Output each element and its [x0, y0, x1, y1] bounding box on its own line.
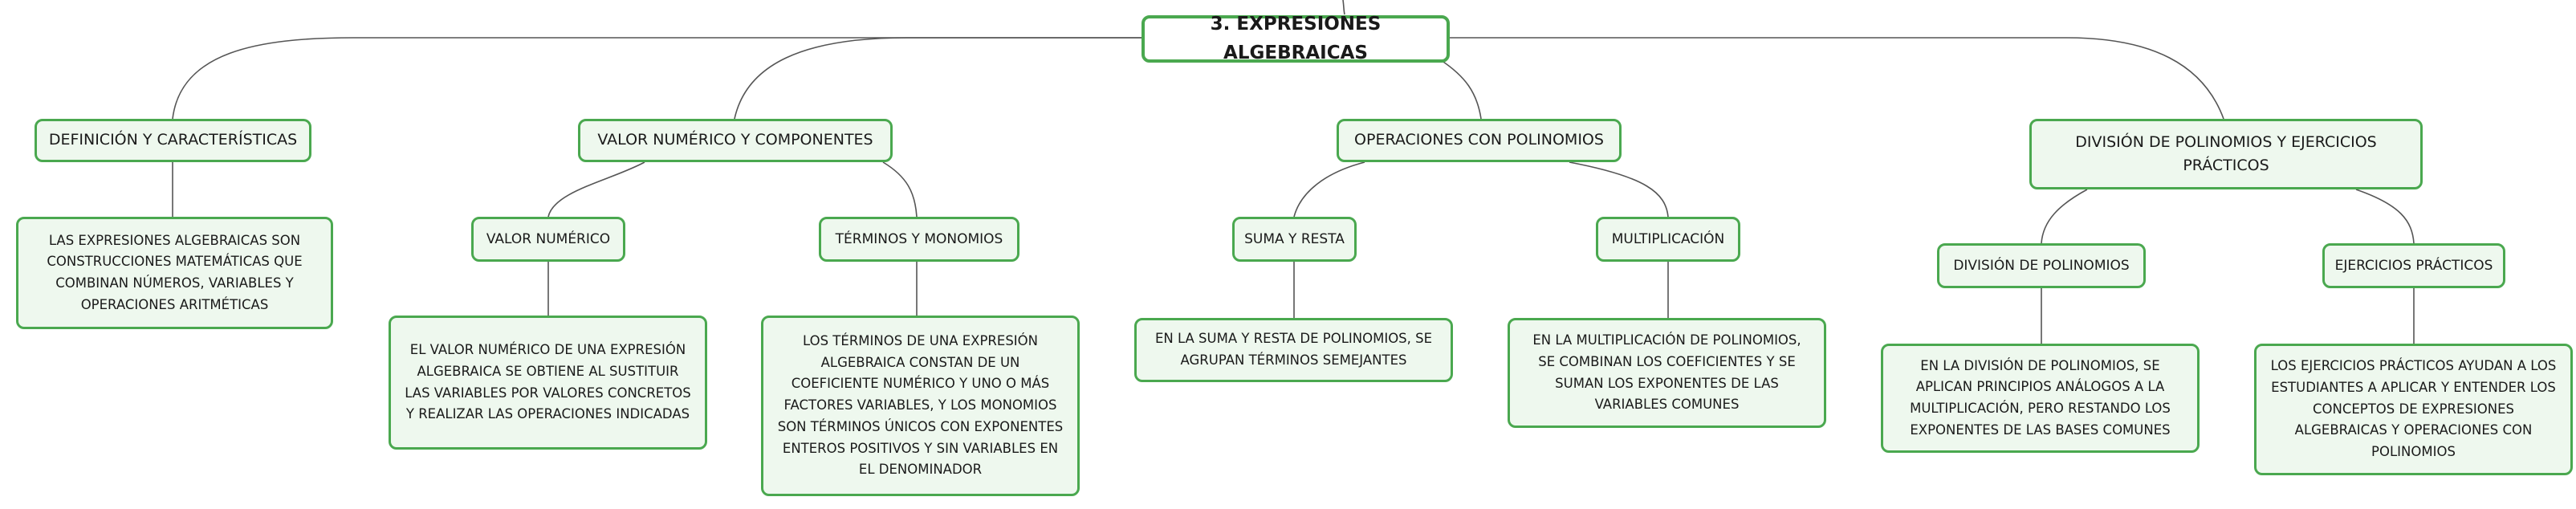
leaf-text: LOS EJERCICIOS PRÁCTICOS AYUDAN A LOS ES…	[2270, 358, 2557, 460]
leaf-ejercicios-practicos[interactable]: LOS EJERCICIOS PRÁCTICOS AYUDAN A LOS ES…	[2254, 344, 2573, 475]
connector-division-ejercicios	[2355, 189, 2415, 244]
node-label: MULTIPLICACIÓN	[1611, 230, 1725, 247]
branch-division-ejercicios[interactable]: DIVISIÓN DE POLINOMIOS Y EJERCICIOS PRÁC…	[2029, 119, 2423, 189]
leaf-division-polinomios[interactable]: EN LA DIVISIÓN DE POLINOMIOS, SE APLICAN…	[1881, 344, 2200, 453]
leaf-terminos-monomios[interactable]: LOS TÉRMINOS DE UNA EXPRESIÓN ALGEBRAICA…	[761, 316, 1080, 496]
node-terminos-monomios[interactable]: TÉRMINOS Y MONOMIOS	[819, 217, 1019, 262]
node-valor-numerico[interactable]: VALOR NUMÉRICO	[471, 217, 625, 262]
leaf-text: EN LA MULTIPLICACIÓN DE POLINOMIOS, SE C…	[1532, 332, 1801, 413]
leaf-text: EL VALOR NUMÉRICO DE UNA EXPRESIÓN ALGEB…	[405, 342, 691, 422]
branch-operaciones[interactable]: OPERACIONES CON POLINOMIOS	[1337, 119, 1622, 162]
node-ejercicios-practicos[interactable]: EJERCICIOS PRÁCTICOS	[2322, 243, 2505, 288]
connector-root-definicion	[172, 37, 1144, 120]
node-suma-resta[interactable]: SUMA Y RESTA	[1232, 217, 1357, 262]
leaf-text: EN LA DIVISIÓN DE POLINOMIOS, SE APLICAN…	[1910, 357, 2171, 438]
connector-operaciones-suma	[1293, 161, 1365, 218]
connector-root-division	[1449, 37, 2224, 120]
connector-valor-terminos	[882, 161, 918, 218]
node-label: VALOR NUMÉRICO	[486, 230, 611, 247]
leaf-text: EN LA SUMA Y RESTA DE POLINOMIOS, SE AGR…	[1154, 331, 1433, 368]
branch-definicion[interactable]: DEFINICIÓN Y CARACTERÍSTICAS	[35, 119, 311, 162]
node-division-polinomios[interactable]: DIVISIÓN DE POLINOMIOS	[1937, 243, 2146, 288]
connector-top	[1342, 0, 1345, 15]
connector-valor-valornum	[547, 161, 645, 218]
leaf-valor-numerico[interactable]: EL VALOR NUMÉRICO DE UNA EXPRESIÓN ALGEB…	[389, 316, 707, 450]
connector-root-valor	[734, 37, 1144, 120]
branch-valor-componentes[interactable]: VALOR NUMÉRICO Y COMPONENTES	[578, 119, 893, 162]
connector-division-divpol	[2041, 189, 2088, 244]
node-label: DIVISIÓN DE POLINOMIOS	[1953, 257, 2130, 274]
branch-label: OPERACIONES CON POLINOMIOS	[1354, 131, 1604, 149]
node-label: TÉRMINOS Y MONOMIOS	[835, 230, 1003, 247]
branch-label: VALOR NUMÉRICO Y COMPONENTES	[597, 131, 873, 149]
leaf-multiplicacion[interactable]: EN LA MULTIPLICACIÓN DE POLINOMIOS, SE C…	[1508, 318, 1826, 428]
leaf-text: LOS TÉRMINOS DE UNA EXPRESIÓN ALGEBRAICA…	[777, 332, 1064, 478]
node-multiplicacion[interactable]: MULTIPLICACIÓN	[1596, 217, 1740, 262]
node-label: EJERCICIOS PRÁCTICOS	[2334, 257, 2493, 274]
leaf-definicion[interactable]: LAS EXPRESIONES ALGEBRAICAS SON CONSTRUC…	[16, 217, 333, 329]
leaf-suma-resta[interactable]: EN LA SUMA Y RESTA DE POLINOMIOS, SE AGR…	[1134, 318, 1453, 382]
branch-label: DIVISIÓN DE POLINOMIOS Y EJERCICIOS PRÁC…	[2075, 132, 2377, 174]
root-label: 3. EXPRESIONES ALGEBRAICAS	[1210, 13, 1382, 63]
leaf-text: LAS EXPRESIONES ALGEBRAICAS SON CONSTRUC…	[47, 232, 303, 312]
branch-label: DEFINICIÓN Y CARACTERÍSTICAS	[48, 131, 298, 149]
node-label: SUMA Y RESTA	[1244, 230, 1345, 247]
connector-root-operaciones	[1440, 59, 1482, 120]
root-node[interactable]: 3. EXPRESIONES ALGEBRAICAS	[1141, 14, 1450, 63]
connector-operaciones-mult	[1569, 161, 1669, 218]
